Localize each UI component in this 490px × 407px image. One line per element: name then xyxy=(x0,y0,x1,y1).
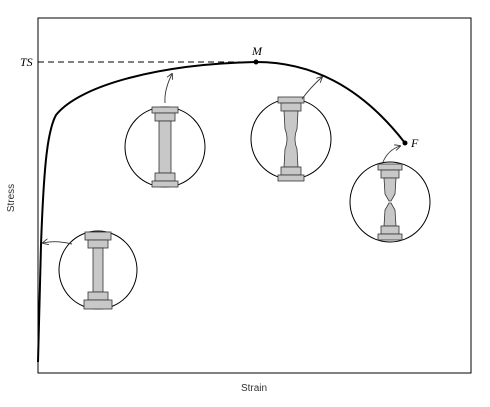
specimen-circle xyxy=(349,161,431,243)
max-point-label: M xyxy=(251,44,263,58)
tensile-strength-label: TS xyxy=(20,55,33,69)
stress-strain-curve xyxy=(37,60,406,363)
specimen-elastic xyxy=(43,230,138,310)
pointer-arrow xyxy=(164,74,172,104)
pointer-arrow xyxy=(382,146,400,163)
y-axis-label: Stress xyxy=(6,184,17,212)
x-axis-label: Strain xyxy=(241,383,267,394)
max-point-marker xyxy=(253,59,259,65)
pointer-arrow xyxy=(301,77,322,100)
specimen-necking xyxy=(250,77,332,182)
specimen-uniform xyxy=(124,74,206,188)
fracture-point-marker xyxy=(402,140,408,146)
plot-frame xyxy=(37,17,472,374)
fracture-point-label: F xyxy=(410,136,419,150)
pointer-arrow xyxy=(43,242,73,244)
specimen-fracture xyxy=(349,146,431,243)
